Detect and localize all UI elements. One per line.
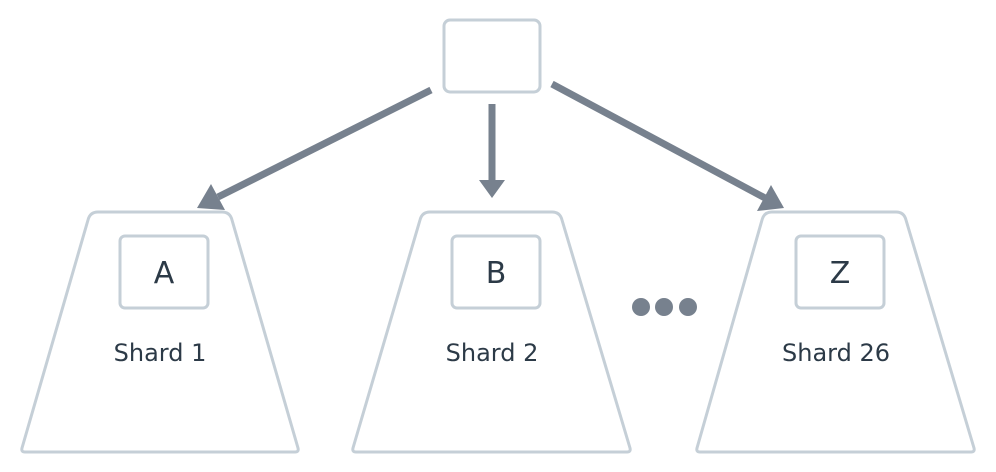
ellipsis-icon [632, 298, 697, 316]
shard-2-key: B [486, 256, 507, 291]
router-box [442, 18, 542, 94]
arrow-to-shard-26 [550, 80, 767, 202]
arrow-head-shard-2 [479, 180, 505, 198]
shard-2: B Shard 2 [351, 210, 632, 454]
shard-26-key: Z [830, 256, 851, 291]
shard-1-key-box [118, 234, 210, 310]
shard-2-key-box [450, 234, 542, 310]
arrow-to-shard-1 [216, 86, 433, 201]
arrow-head-shard-26 [757, 185, 784, 211]
shard-26-key-box [794, 234, 886, 310]
shard-26-outline [695, 210, 976, 454]
arrows [197, 80, 784, 211]
arrow-head-shard-1 [197, 184, 225, 210]
shard-1-key: A [154, 256, 175, 291]
shard-2-label: Shard 2 [446, 339, 539, 367]
shard-26-label: Shard 26 [782, 339, 890, 367]
shard-2-outline [351, 210, 632, 454]
shard-1: A Shard 1 [20, 210, 300, 454]
shard-1-label: Shard 1 [114, 339, 207, 367]
shard-1-outline [20, 210, 300, 454]
shard-26: Z Shard 26 [695, 210, 976, 454]
